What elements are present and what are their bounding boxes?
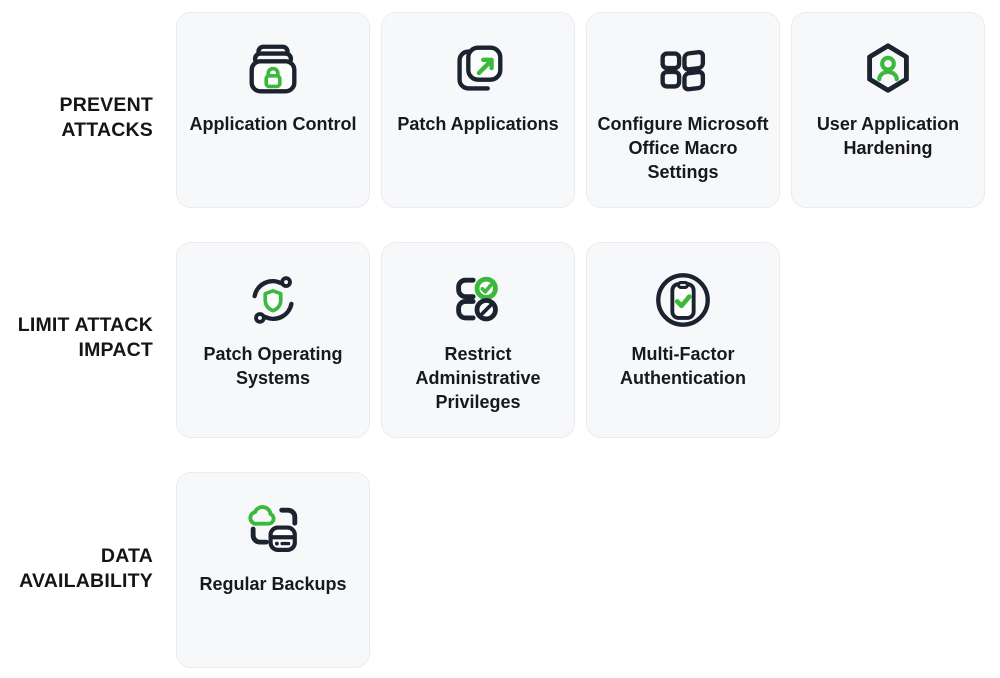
card-title: Application Control [189,114,357,134]
card-user-application-hardening: User Application Hardening [791,12,985,208]
permissions-check-block-icon [447,269,509,331]
row-label-data-availability: DATA AVAILABILITY [19,545,153,593]
card-regular-backups: Regular Backups [176,472,370,668]
card-patch-operating-systems: Patch Operating Systems [176,242,370,438]
card-title: Patch Operating Systems [203,344,343,388]
card-title: Regular Backups [199,574,347,594]
card-patch-applications: Patch Applications [381,12,575,208]
card-title: Restrict Administrative Privileges [415,344,541,412]
card-title: Multi-Factor Authentication [620,344,746,388]
cloud-backup-drive-icon [242,499,304,561]
card-title: Configure Microsoft Office Macro Setting… [597,114,769,182]
card-application-control: Application Control [176,12,370,208]
row-label-prevent-attacks: PREVENT ATTACKS [59,94,153,142]
card-title: User Application Hardening [816,114,960,158]
user-hexagon-icon [857,39,919,101]
card-title: Patch Applications [397,114,559,134]
card-row-prevent-attacks: Application Control Patch Applications [176,12,985,208]
device-check-circle-icon [652,269,714,331]
card-configure-macro-settings: Configure Microsoft Office Macro Setting… [586,12,780,208]
card-row-data-availability: Regular Backups [176,472,370,668]
lock-stack-icon [242,39,304,101]
card-row-limit-attack-impact: Patch Operating Systems Restrict Adminis… [176,242,780,438]
row-label-limit-attack-impact: LIMIT ATTACK IMPACT [17,314,153,362]
card-multi-factor-authentication: Multi-Factor Authentication [586,242,780,438]
arrow-up-right-square-icon [447,39,509,101]
windows-grid-icon [652,39,714,101]
shield-sync-icon [242,269,304,331]
card-restrict-admin-privileges: Restrict Administrative Privileges [381,242,575,438]
